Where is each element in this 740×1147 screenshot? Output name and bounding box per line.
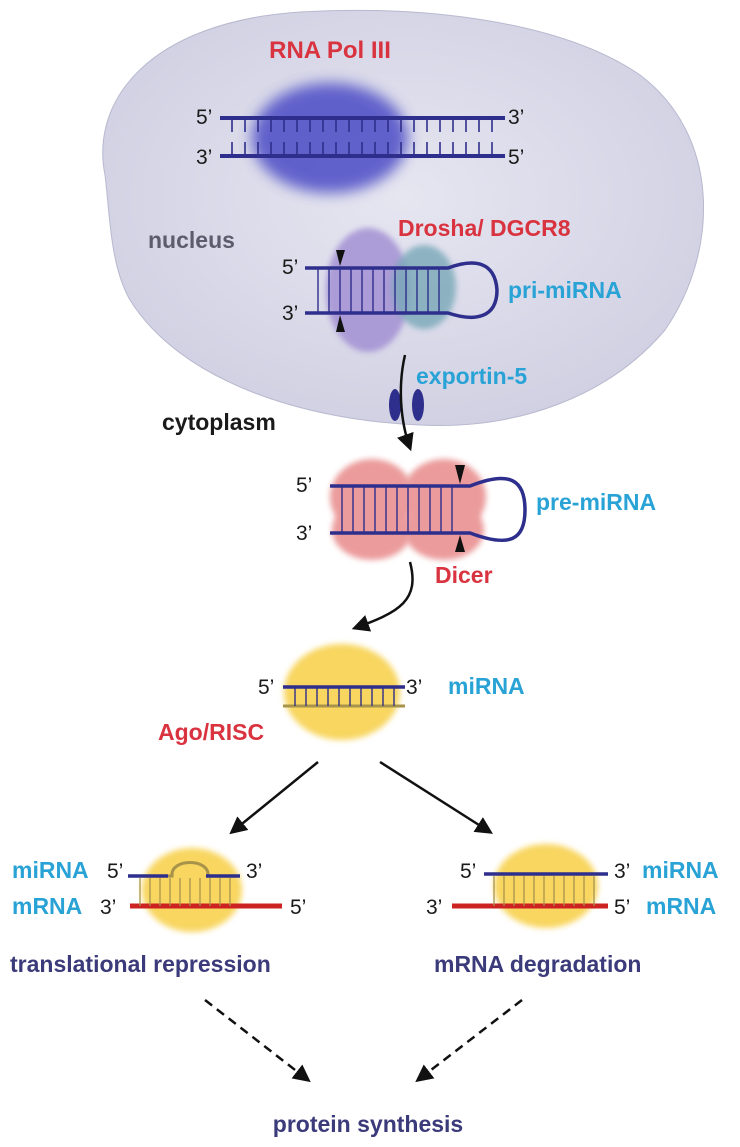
dna-top-3-end: 3’ xyxy=(508,106,524,129)
mirna-5-end: 5’ xyxy=(258,676,274,699)
dashed-arrow-left xyxy=(204,999,311,1083)
ago-risc-label: Ago/RISC xyxy=(158,719,264,745)
exportin-pore-right xyxy=(412,389,424,421)
translational-repression-label: translational repression xyxy=(10,951,271,977)
pre-3-end: 3’ xyxy=(296,522,312,545)
left-mrna-label: mRNA xyxy=(12,893,82,919)
ago-risc-blob xyxy=(284,644,400,740)
dgcr8-blob xyxy=(392,245,456,329)
branch-arrow-right xyxy=(379,760,493,834)
dna-bot-3-end: 3’ xyxy=(196,146,212,169)
right-mrna-5-end: 5’ xyxy=(614,896,630,919)
left-mrna-3-end: 3’ xyxy=(100,896,116,919)
pri-5-end: 5’ xyxy=(282,256,298,279)
right-duplex xyxy=(452,872,608,909)
mirna-label: miRNA xyxy=(448,673,525,699)
nucleus-label: nucleus xyxy=(148,227,235,253)
export-arrow xyxy=(397,354,414,452)
dna-bot-5-end: 5’ xyxy=(508,146,524,169)
left-mirna-5-end: 5’ xyxy=(107,860,123,883)
exportin-label: exportin-5 xyxy=(416,363,527,389)
drosha-blob xyxy=(326,228,410,352)
mirna-3-end: 3’ xyxy=(406,676,422,699)
right-mirna-3-end: 3’ xyxy=(614,860,630,883)
rna-pol-iii-blob xyxy=(252,83,408,193)
rna-pol-iii-label: RNA Pol III xyxy=(269,37,391,64)
protein-synthesis-label: protein synthesis xyxy=(273,1111,463,1137)
left-mirna-label: miRNA xyxy=(12,857,89,883)
pri-mirna-hairpin xyxy=(305,250,499,332)
left-duplex xyxy=(128,861,282,909)
dicer-complex xyxy=(330,459,486,560)
right-mirna-label: miRNA xyxy=(642,857,719,883)
right-mirna-5-end: 5’ xyxy=(460,860,476,883)
right-mrna-label: mRNA xyxy=(646,893,716,919)
dicer-label: Dicer xyxy=(435,562,493,588)
dashed-arrow-right xyxy=(415,999,523,1083)
pri-3-end: 3’ xyxy=(282,302,298,325)
nucleus-shape xyxy=(102,9,705,426)
mrna-degradation-label: mRNA degradation xyxy=(434,951,641,977)
dna-duplex xyxy=(220,116,505,158)
pre-mirna-hairpin xyxy=(330,465,527,552)
exportin-pore-left xyxy=(389,389,401,421)
dna-top-5-end: 5’ xyxy=(196,106,212,129)
drosha-label: Drosha/ DGCR8 xyxy=(398,215,571,241)
left-risc-blob xyxy=(142,848,242,932)
cytoplasm-label: cytoplasm xyxy=(162,409,276,435)
left-mirna-3-end: 3’ xyxy=(246,860,262,883)
pri-mirna-label: pri-miRNA xyxy=(508,277,622,303)
left-mrna-5-end: 5’ xyxy=(290,896,306,919)
right-mrna-3-end: 3’ xyxy=(426,896,442,919)
right-risc-blob xyxy=(494,844,598,928)
mirna-duplex xyxy=(283,685,405,708)
pre-5-end: 5’ xyxy=(296,474,312,497)
dicer-to-risc-arrow xyxy=(351,561,414,632)
branch-arrow-left xyxy=(229,761,319,835)
pre-mirna-label: pre-miRNA xyxy=(536,489,656,515)
